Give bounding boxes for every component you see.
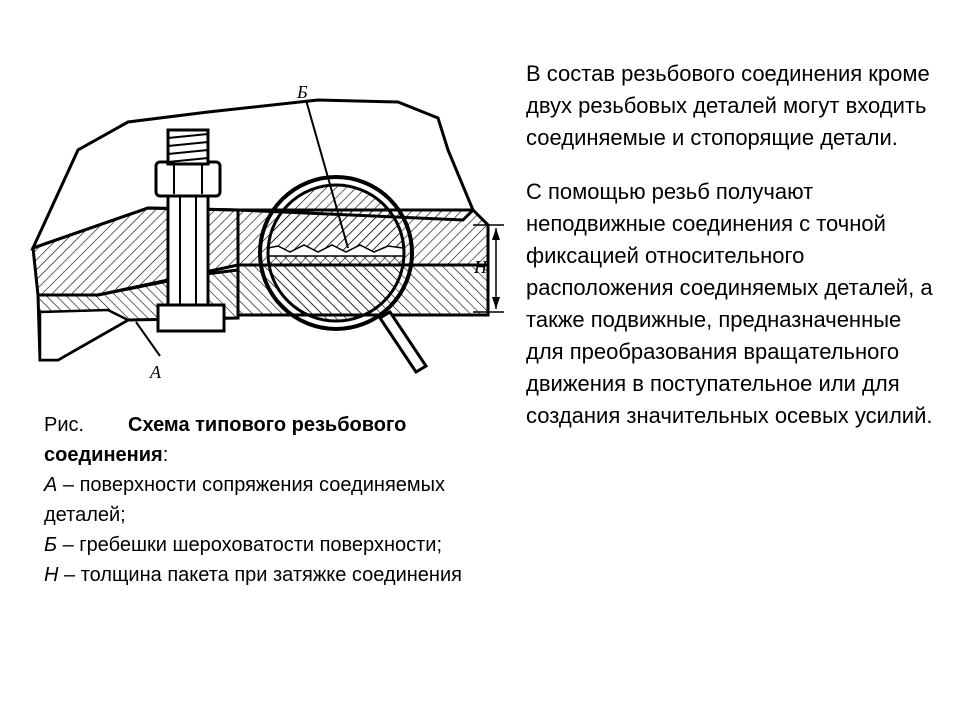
caption-prefix: Рис.: [44, 414, 85, 436]
label-h: Н: [473, 257, 488, 277]
label-b: Б: [296, 82, 308, 102]
body-text: В состав резьбового соединения кроме дву…: [526, 58, 936, 454]
magnifier-rim: [258, 175, 414, 331]
roughness-crests: [268, 244, 404, 257]
caption-heading: Рис.Схема типового резьбового соединения…: [44, 410, 464, 470]
figure-caption: Рис.Схема типового резьбового соединения…: [44, 410, 464, 590]
magnifier-lens: [266, 183, 406, 323]
threaded-joint-drawing: Б А Н: [30, 82, 504, 382]
nut: [154, 160, 222, 198]
magnifier-handle: [377, 309, 429, 375]
paragraph-composition: В состав резьбового соединения кроме дву…: [526, 61, 930, 150]
caption-title: Схема типового резьбового соединения: [44, 414, 407, 466]
label-a: А: [149, 362, 162, 382]
bolt-head: [156, 303, 226, 333]
threaded-joint-figure: Б А Н: [18, 60, 518, 390]
caption-item-b: Б – гребешки шероховатости поверхности;: [44, 534, 443, 556]
paragraph-applications: С помощью резьб получают неподвижные сое…: [526, 179, 933, 428]
caption-item-a: А – поверхности сопряжения соединяемых д…: [44, 474, 446, 526]
caption-item-h: Н – толщина пакета при затяжке соединени…: [44, 564, 462, 586]
bolt-shank: [166, 188, 210, 322]
